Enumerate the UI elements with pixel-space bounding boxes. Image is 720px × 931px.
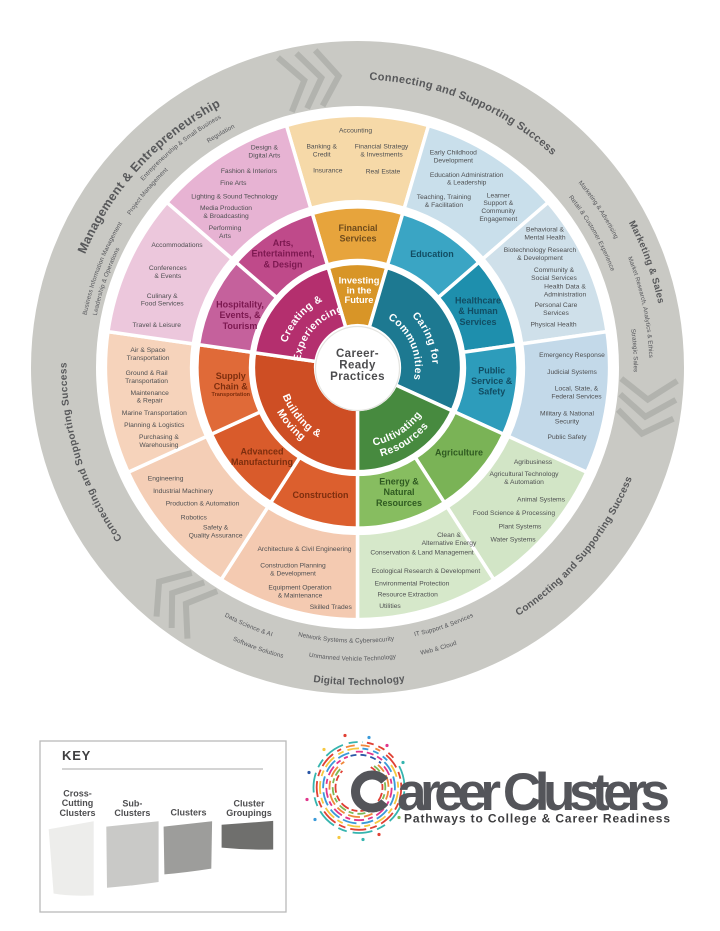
svg-text:Construction Planning& Develop: Construction Planning& Development	[260, 562, 326, 577]
svg-text:Plant Systems: Plant Systems	[499, 523, 542, 530]
svg-text:Community &Social Services: Community &Social Services	[531, 267, 577, 282]
svg-text:Clean &Alternative Energy: Clean &Alternative Energy	[422, 532, 477, 547]
svg-text:Transportation: Transportation	[212, 392, 251, 398]
svg-text:Education: Education	[410, 249, 454, 259]
svg-text:KEY: KEY	[62, 748, 91, 763]
svg-text:Local, State, &Federal Service: Local, State, &Federal Services	[551, 385, 602, 400]
svg-text:Architecture & Civil Engineeri: Architecture & Civil Engineering	[257, 546, 351, 553]
svg-text:Emergency Response: Emergency Response	[539, 352, 605, 359]
svg-text:Agribusiness: Agribusiness	[514, 459, 553, 466]
svg-text:Behavioral &Mental Health: Behavioral &Mental Health	[524, 226, 566, 241]
svg-text:Accommodations: Accommodations	[151, 242, 203, 249]
svg-text:Pathways to College & Career R: Pathways to College & Career Readiness	[404, 812, 670, 826]
svg-text:Biotechnology Research& Develo: Biotechnology Research& Development	[504, 247, 577, 262]
svg-text:areer Clusters: areer Clusters	[397, 763, 670, 822]
svg-text:Health Data &Administration: Health Data &Administration	[544, 283, 587, 298]
svg-text:Fashion & Interiors: Fashion & Interiors	[221, 168, 278, 175]
svg-text:Marine Transportation: Marine Transportation	[122, 410, 187, 417]
svg-text:Robotics: Robotics	[181, 514, 208, 521]
svg-text:Clusters: Clusters	[170, 808, 206, 818]
svg-text:Animal Systems: Animal Systems	[517, 496, 566, 503]
svg-text:Lighting & Sound Technology: Lighting & Sound Technology	[191, 193, 278, 200]
svg-text:Construction: Construction	[293, 490, 349, 500]
svg-text:Skilled Trades: Skilled Trades	[310, 604, 353, 611]
svg-text:Sub-Clusters: Sub-Clusters	[114, 798, 150, 818]
svg-text:Hospitality,Events, &Tourism: Hospitality,Events, &Tourism	[216, 300, 264, 331]
svg-text:Judicial Systems: Judicial Systems	[547, 369, 597, 376]
svg-text:Teaching, Training& Facilitati: Teaching, Training& Facilitation	[417, 194, 472, 209]
svg-text:Unmanned Vehicle Technology: Unmanned Vehicle Technology	[308, 652, 397, 663]
svg-text:Agricultural Technology& Autom: Agricultural Technology& Automation	[489, 471, 559, 486]
svg-text:Food Science & Processing: Food Science & Processing	[473, 510, 555, 517]
svg-text:Ecological Research & Developm: Ecological Research & Development	[372, 568, 481, 575]
svg-text:Design &Digital Arts: Design &Digital Arts	[248, 145, 281, 160]
svg-text:Industrial Machinery: Industrial Machinery	[153, 488, 213, 495]
svg-text:Maintenance& Repair: Maintenance& Repair	[131, 390, 170, 405]
svg-text:Strategic Sales: Strategic Sales	[629, 328, 639, 372]
svg-text:Equipment Operation& Maintenan: Equipment Operation& Maintenance	[268, 584, 331, 599]
svg-text:Travel & Leisure: Travel & Leisure	[132, 322, 181, 329]
svg-text:Agriculture: Agriculture	[435, 448, 483, 458]
svg-text:Production & Automation: Production & Automation	[166, 500, 240, 507]
svg-text:Real Estate: Real Estate	[366, 168, 401, 175]
svg-text:Banking &Credit: Banking &Credit	[306, 143, 337, 158]
svg-text:Digital Technology: Digital Technology	[313, 673, 406, 688]
svg-text:Media Production& Broadcasting: Media Production& Broadcasting	[200, 205, 252, 220]
svg-text:Conferences& Events: Conferences& Events	[149, 265, 188, 280]
svg-text:Conservation & Land Management: Conservation & Land Management	[370, 549, 473, 556]
svg-text:Environmental Protection: Environmental Protection	[375, 580, 450, 587]
svg-text:Fine Arts: Fine Arts	[220, 180, 247, 187]
svg-text:Engineering: Engineering	[148, 475, 184, 482]
svg-text:Education Administration& Lead: Education Administration& Leadership	[430, 172, 504, 187]
svg-text:Public Safety: Public Safety	[547, 434, 587, 441]
svg-text:Financial Strategy& Investment: Financial Strategy& Investments	[355, 143, 409, 158]
svg-text:Insurance: Insurance	[313, 167, 343, 174]
svg-text:Arts,Entertainment,& Design: Arts,Entertainment,& Design	[251, 238, 314, 269]
svg-text:Purchasing &Warehousing: Purchasing &Warehousing	[139, 434, 179, 449]
svg-text:Water Systems: Water Systems	[490, 536, 536, 543]
svg-text:Utilities: Utilities	[379, 603, 401, 610]
svg-text:Accounting: Accounting	[339, 127, 372, 134]
svg-text:Safety &Quality Assurance: Safety &Quality Assurance	[189, 524, 243, 539]
svg-text:Resource Extraction: Resource Extraction	[378, 591, 438, 598]
svg-text:Culinary &Food Services: Culinary &Food Services	[141, 293, 184, 308]
svg-text:Planning & Logistics: Planning & Logistics	[124, 422, 185, 429]
svg-text:Physical Health: Physical Health	[530, 321, 576, 328]
